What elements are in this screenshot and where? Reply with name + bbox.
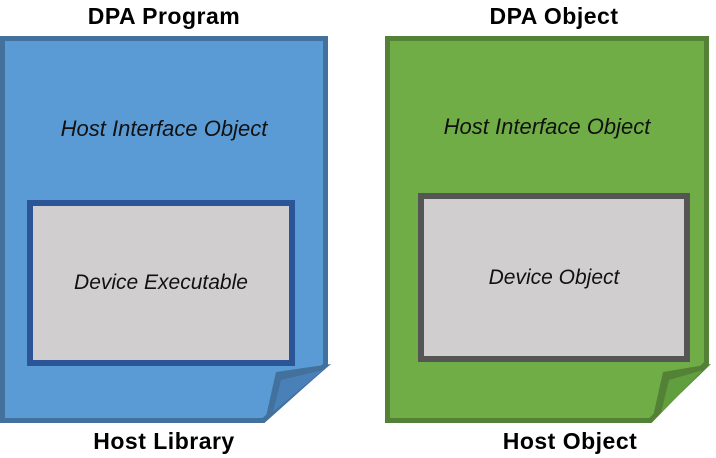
folded-corner-highlight [661,370,703,413]
device-executable-label: Device Executable [74,271,248,294]
page-title-dpa-program: DPA Program [87,3,241,29]
page-title-dpa-object: DPA Object [489,3,619,29]
page-bottom-label-host-object: Host Object [502,428,638,454]
device-object-label: Device Object [488,265,620,289]
device-object-box: Device Object [418,193,690,362]
page-bottom-label-host-library: Host Library [93,428,235,454]
host-interface-object-label: Host Interface Object [443,114,651,139]
folded-corner [265,364,331,421]
folded-corner-highlight [273,370,323,412]
host-interface-object-label: Host Interface Object [60,116,268,141]
device-executable-box: Device Executable [27,200,295,366]
